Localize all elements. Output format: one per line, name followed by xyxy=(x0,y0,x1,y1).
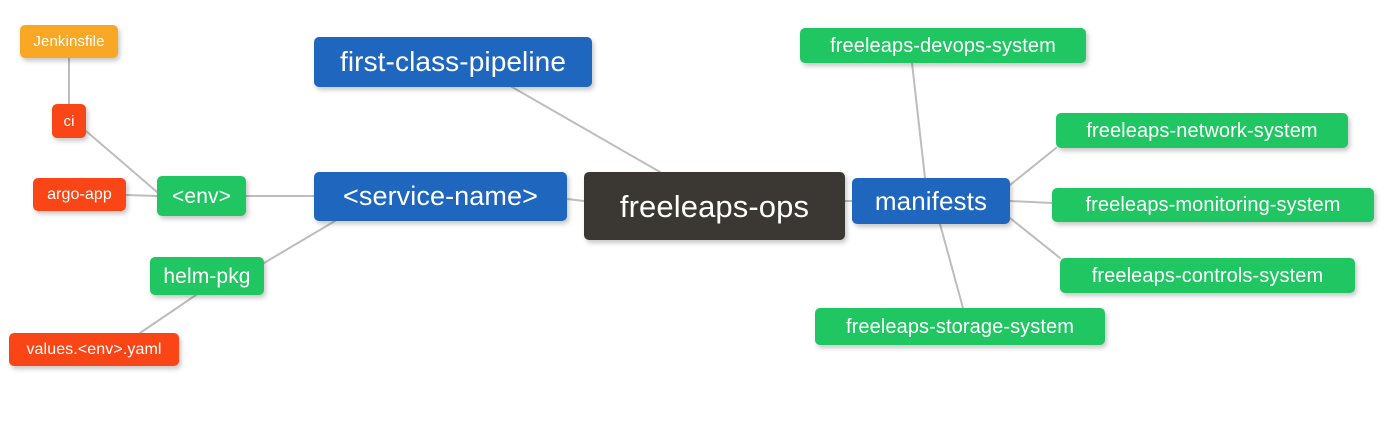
node-label: values.<env>.yaml xyxy=(26,340,162,358)
node-helm-pkg[interactable]: helm-pkg xyxy=(150,257,264,295)
node-manifests[interactable]: manifests xyxy=(852,178,1010,224)
node-label: freeleaps-monitoring-system xyxy=(1085,194,1341,216)
node-label: argo-app xyxy=(47,185,112,203)
edge-manifests-to-freeleaps-controls-system xyxy=(1009,217,1061,259)
node-label: freeleaps-controls-system xyxy=(1091,264,1324,287)
node-values-env-yaml[interactable]: values.<env>.yaml xyxy=(9,333,179,366)
node-argo-app[interactable]: argo-app xyxy=(33,178,126,211)
node-first-class-pipeline[interactable]: first-class-pipeline xyxy=(314,37,592,87)
node-label: freeleaps-ops xyxy=(619,188,810,224)
node-jenkinsfile[interactable]: Jenkinsfile xyxy=(20,25,118,58)
node-label: first-class-pipeline xyxy=(339,46,567,77)
node-service-name[interactable]: <service-name> xyxy=(314,172,567,221)
node-freeleaps-controls-system[interactable]: freeleaps-controls-system xyxy=(1060,258,1355,293)
edge-manifests-to-freeleaps-storage-system xyxy=(939,223,964,309)
node-label: <env> xyxy=(172,184,231,208)
node-freeleaps-monitoring-system[interactable]: freeleaps-monitoring-system xyxy=(1052,188,1374,222)
node-label: freeleaps-storage-system xyxy=(845,315,1075,338)
edge-values-env-yaml-to-helm-pkg xyxy=(139,294,197,334)
edge-manifests-to-freeleaps-network-system xyxy=(1009,147,1057,186)
edge-manifests-to-freeleaps-monitoring-system xyxy=(1009,200,1053,204)
edge-first-class-pipeline-to-freeleaps-ops xyxy=(511,86,661,173)
node-label: freeleaps-devops-system xyxy=(830,34,1056,57)
node-label: Jenkinsfile xyxy=(33,33,105,50)
node-label: ci xyxy=(63,112,75,130)
edge-service-name-to-freeleaps-ops xyxy=(566,198,585,202)
edge-argo-app-to-env xyxy=(125,194,158,197)
node-label: <service-name> xyxy=(343,181,538,211)
node-freeleaps-ops[interactable]: freeleaps-ops xyxy=(584,172,845,240)
node-label: freeleaps-network-system xyxy=(1086,119,1318,142)
edge-helm-pkg-to-service-name xyxy=(263,220,336,264)
node-freeleaps-storage-system[interactable]: freeleaps-storage-system xyxy=(815,308,1105,345)
edge-manifests-to-freeleaps-devops-system xyxy=(911,62,926,179)
node-freeleaps-devops-system[interactable]: freeleaps-devops-system xyxy=(800,28,1086,63)
node-label: manifests xyxy=(874,186,988,216)
node-freeleaps-network-system[interactable]: freeleaps-network-system xyxy=(1056,113,1348,148)
node-ci[interactable]: ci xyxy=(52,104,86,138)
node-label: helm-pkg xyxy=(163,264,251,288)
node-env[interactable]: <env> xyxy=(157,176,246,216)
